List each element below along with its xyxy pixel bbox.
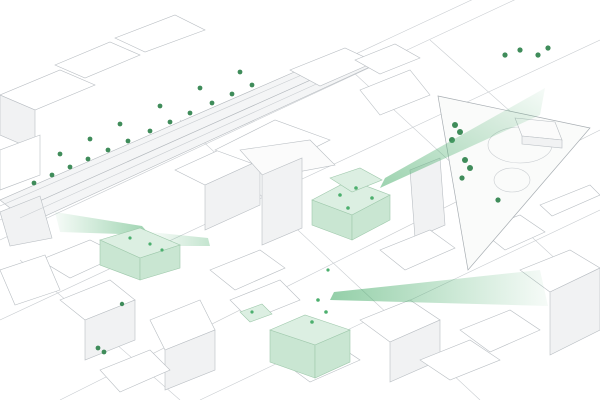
rail-corridor	[0, 49, 373, 247]
green-cluster-center	[239, 303, 273, 323]
green-cluster-west	[99, 227, 181, 281]
view-cone-west	[55, 212, 150, 235]
view-cone-park	[380, 88, 545, 188]
green-cluster-north	[311, 167, 391, 241]
green-cluster-south	[269, 268, 351, 379]
green-cluster-southwest	[95, 301, 125, 355]
view-cone-east	[330, 270, 548, 306]
street-trees	[31, 69, 255, 186]
view-cones	[55, 88, 548, 306]
